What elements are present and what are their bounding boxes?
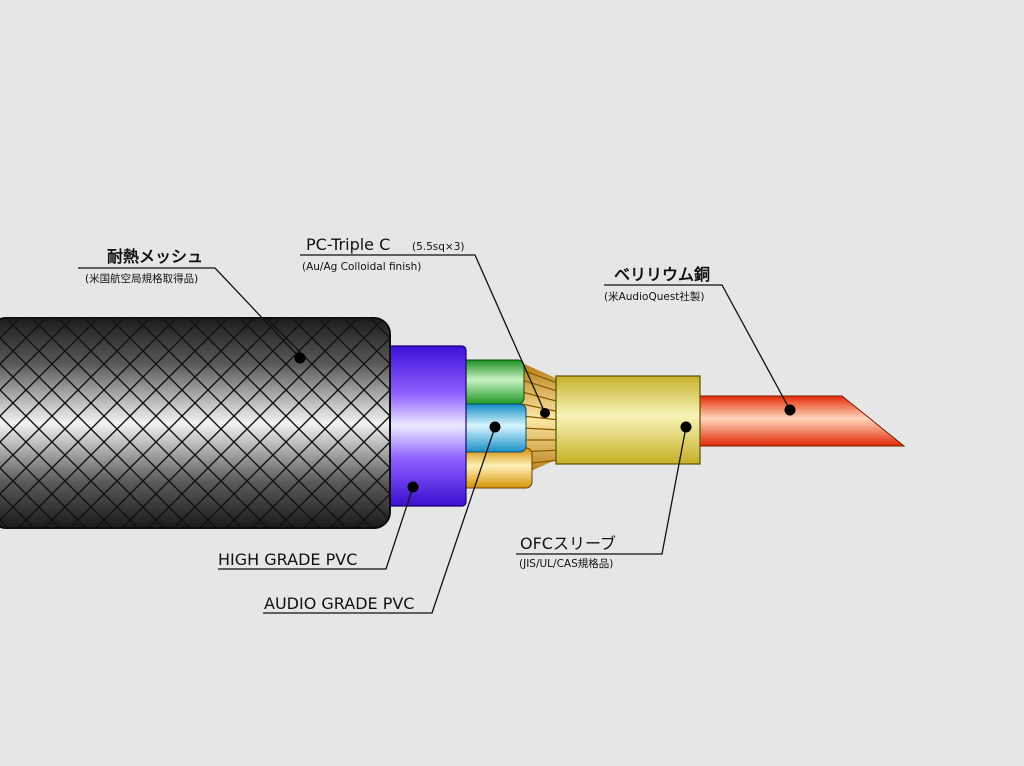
label-high-pvc: HIGH GRADE PVC — [218, 550, 357, 569]
inner-core-green — [461, 359, 525, 405]
label-audio-pvc: AUDIO GRADE PVC — [264, 594, 414, 613]
label-beryllium-sub: (米AudioQuest社製) — [604, 290, 705, 303]
label-beryllium-title: ベリリウム銅 — [614, 265, 710, 284]
label-sleeve-sub: (JIS/UL/CAS規格品) — [519, 557, 613, 570]
label-conductor-title: PC-Triple C — [306, 235, 390, 254]
heat-resistant-mesh — [0, 317, 391, 529]
label-heat-mesh-sub: (米国航空局規格取得品) — [85, 272, 198, 285]
label-conductor-sub: (Au/Ag Colloidal finish) — [302, 261, 421, 273]
label-heat-mesh-title: 耐熱メッシュ — [107, 247, 203, 266]
beryllium-copper-rod — [689, 395, 906, 447]
label-heat-mesh: 耐熱メッシュ (米国航空局規格取得品) — [85, 247, 203, 285]
conductor-strands — [520, 362, 561, 476]
label-conductor: PC-Triple C (5.5sq×3) (Au/Ag Colloidal f… — [302, 235, 465, 273]
label-sleeve: OFCスリーブ (JIS/UL/CAS規格品) — [519, 534, 616, 570]
leader-dots — [294, 352, 796, 493]
label-high-pvc-title: HIGH GRADE PVC — [218, 550, 357, 569]
label-conductor-spec: (5.5sq×3) — [412, 241, 465, 253]
leader-lines — [78, 254, 791, 614]
ofc-sleeve — [555, 375, 701, 465]
inner-core-yellow — [461, 447, 533, 489]
high-grade-pvc-jacket — [377, 345, 467, 507]
label-sleeve-title: OFCスリーブ — [520, 534, 616, 553]
label-audio-pvc-title: AUDIO GRADE PVC — [264, 594, 414, 613]
label-beryllium: ベリリウム銅 (米AudioQuest社製) — [604, 265, 710, 303]
